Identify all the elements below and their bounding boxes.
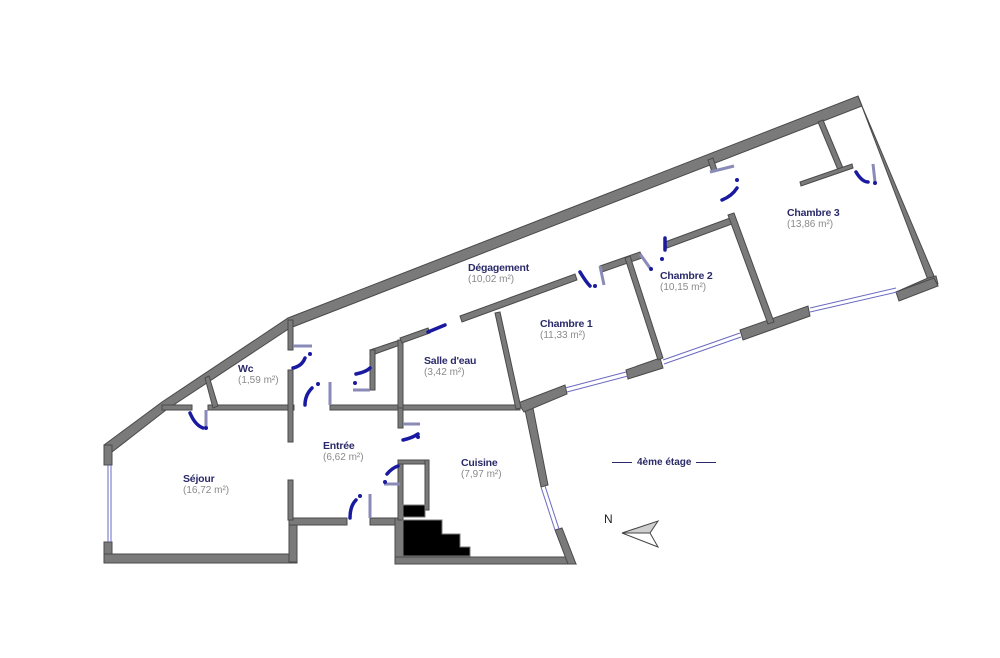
room-name: Salle d'eau — [424, 355, 477, 367]
room-label-salle-deau: Salle d'eau (3,42 m²) — [424, 355, 476, 379]
room-label-sejour: Séjour (16,72 m²) — [183, 473, 229, 497]
doors — [188, 163, 877, 520]
room-area: (3,42 m²) — [424, 367, 465, 378]
floor-label-text: 4ème étage — [637, 457, 692, 468]
room-area: (10,02 m²) — [468, 274, 515, 285]
room-area: (10,15 m²) — [660, 282, 707, 293]
room-area: (16,72 m²) — [183, 485, 230, 496]
room-label-chambre3: Chambre 3 (13,86 m²) — [787, 207, 840, 231]
stair-block — [402, 504, 471, 557]
windows — [107, 287, 898, 542]
room-label-cuisine: Cuisine (7,97 m²) — [461, 457, 502, 481]
room-name: Chambre 2 — [660, 270, 713, 282]
room-label-chambre2: Chambre 2 (10,15 m²) — [660, 270, 713, 294]
interior-walls — [161, 119, 854, 521]
room-name: Cuisine — [461, 457, 498, 469]
floor-label: 4ème étage — [612, 457, 717, 468]
room-area: (7,97 m²) — [461, 469, 502, 480]
room-name: Séjour — [183, 473, 215, 485]
room-area: (1,59 m²) — [238, 375, 279, 386]
room-area: (6,62 m²) — [323, 452, 364, 463]
floor-label-dash-left — [612, 462, 632, 463]
room-name: Dégagement — [468, 262, 530, 274]
room-label-wc: Wc (1,59 m²) — [238, 363, 279, 387]
north-arrow-icon — [621, 520, 660, 548]
room-label-degagement: Dégagement (10,02 m²) — [468, 262, 529, 286]
room-name: Chambre 3 — [787, 207, 840, 219]
floor-label-dash-right — [696, 462, 717, 463]
room-label-entree: Entrée (6,62 m²) — [323, 440, 364, 464]
room-area: (11,33 m²) — [540, 330, 586, 341]
room-name: Chambre 1 — [540, 318, 593, 330]
north-label: N — [604, 512, 613, 526]
room-area: (13,86 m²) — [787, 219, 834, 230]
room-name: Wc — [238, 363, 254, 375]
room-label-chambre1: Chambre 1 (11,33 m²) — [540, 318, 593, 342]
room-name: Entrée — [323, 440, 355, 452]
exterior-walls — [103, 95, 939, 565]
